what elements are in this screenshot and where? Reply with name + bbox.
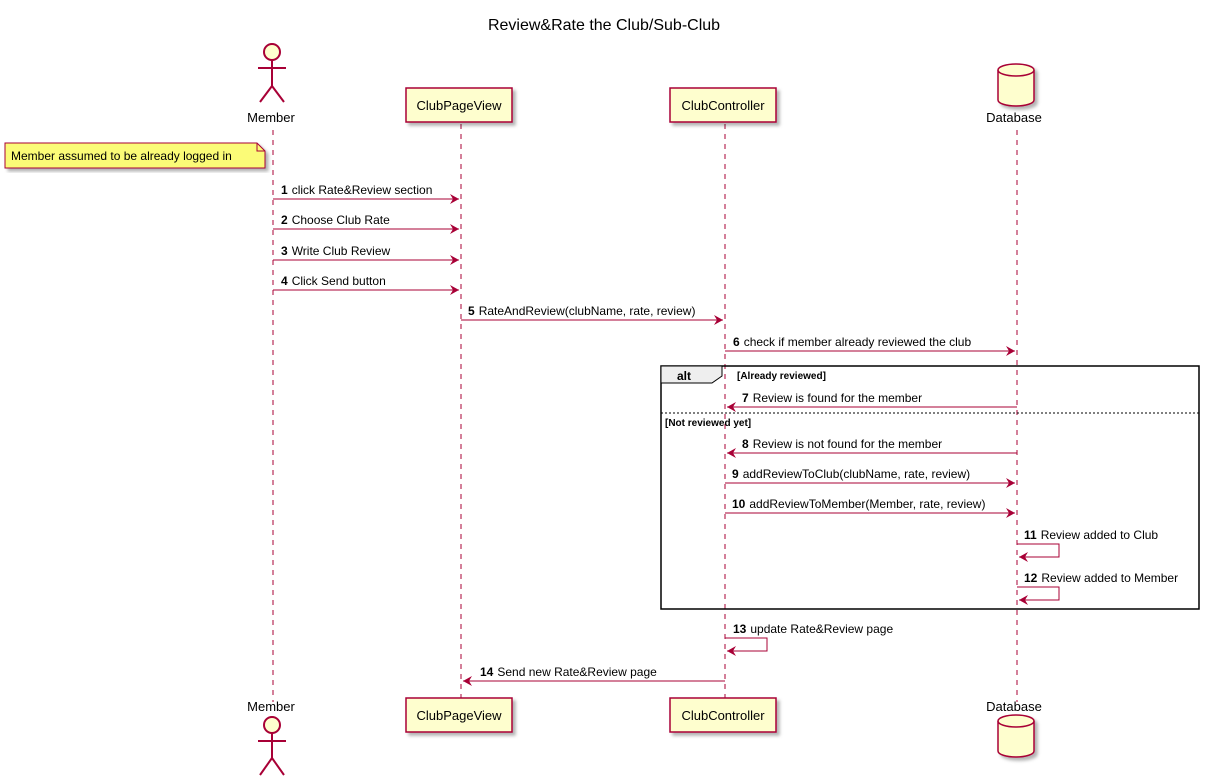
participant-clubpageview-bottom: ClubPageView	[405, 697, 513, 733]
alt-fragment: alt [Already reviewed] [Not reviewed yet…	[660, 365, 1200, 610]
diagram-title: Review&Rate the Club/Sub-Club	[488, 17, 720, 34]
message-number: 14	[480, 665, 494, 679]
message-number: 1	[281, 183, 288, 197]
messages: 1 click Rate&Review section 2 Choose Club …	[273, 183, 1178, 686]
message-number: 5	[468, 304, 475, 318]
participant-box	[669, 87, 777, 123]
participant-clubcontroller-bottom: ClubController	[669, 697, 777, 733]
message-label: Write Club Review	[292, 244, 391, 258]
note-text: Member assumed to be already logged in	[11, 149, 232, 163]
participant-box	[405, 697, 513, 733]
message-number: 12	[1024, 571, 1038, 585]
message-3: 3 Write Club Review	[273, 244, 459, 265]
alt-frame	[660, 365, 1200, 610]
database-icon	[997, 714, 1035, 758]
message-4: 4 Click Send button	[273, 274, 459, 295]
participant-label: ClubPageView	[416, 98, 502, 113]
message-8: 8 Review is not found for the member	[727, 437, 1017, 458]
alt-guard-1: [Already reviewed]	[737, 371, 826, 382]
alt-guard-2: [Not reviewed yet]	[665, 418, 751, 429]
participant-label: Database	[986, 110, 1042, 125]
participant-label: ClubController	[681, 98, 765, 113]
message-number: 4	[281, 274, 288, 288]
message-label: Review is found for the member	[753, 391, 922, 405]
message-number: 7	[742, 391, 749, 405]
note: Member assumed to be already logged in	[4, 142, 266, 169]
message-number: 2	[281, 213, 288, 227]
message-label: check if member already reviewed the clu…	[744, 335, 972, 349]
participant-clubcontroller-top: ClubController	[669, 87, 777, 123]
message-label: RateAndReview(clubName, rate, review)	[479, 304, 696, 318]
message-label: addReviewToClub(clubName, rate, review)	[743, 467, 970, 481]
message-label: Review is not found for the member	[753, 437, 942, 451]
participant-member-top: Member	[247, 43, 296, 125]
participant-label: Member	[247, 699, 295, 714]
message-label: update Rate&Review page	[750, 622, 893, 636]
message-label: Review added to Member	[1041, 571, 1178, 585]
message-11: 11 Review added to Club	[1017, 528, 1158, 562]
message-number: 10	[732, 497, 746, 511]
message-label: click Rate&Review section	[292, 183, 433, 197]
message-label: Choose Club Rate	[292, 213, 390, 227]
alt-tab	[660, 365, 723, 384]
message-7: 7 Review is found for the member	[727, 391, 1017, 412]
participant-database-bottom: Database	[986, 699, 1042, 758]
message-label: Click Send button	[292, 274, 386, 288]
message-5: 5 RateAndReview(clubName, rate, review)	[461, 304, 723, 325]
actor-icon	[258, 716, 286, 776]
participant-label: Member	[247, 110, 295, 125]
participant-box	[405, 87, 513, 123]
message-number: 11	[1024, 528, 1037, 542]
message-number: 13	[733, 622, 747, 636]
message-label: Review added to Club	[1041, 528, 1159, 542]
message-2: 2 Choose Club Rate	[273, 213, 459, 234]
actor-icon	[258, 43, 286, 103]
message-number: 8	[742, 437, 749, 451]
message-number: 6	[733, 335, 740, 349]
participant-label: Database	[986, 699, 1042, 714]
message-9: 9 addReviewToClub(clubName, rate, review)	[725, 467, 1015, 488]
database-icon	[997, 63, 1035, 107]
participant-member-bottom: Member	[247, 699, 296, 776]
message-1: 1 click Rate&Review section	[273, 183, 459, 204]
participant-box	[669, 697, 777, 733]
message-number: 9	[732, 467, 739, 481]
message-number: 3	[281, 244, 288, 258]
participant-clubpageview-top: ClubPageView	[405, 87, 513, 123]
participant-label: ClubPageView	[416, 708, 502, 723]
message-label: addReviewToMember(Member, rate, review)	[749, 497, 985, 511]
alt-label: alt	[677, 369, 691, 383]
participant-label: ClubController	[681, 708, 765, 723]
participant-database-top: Database	[986, 63, 1042, 125]
message-label: Send new Rate&Review page	[497, 665, 657, 679]
message-6: 6 check if member already reviewed the cl…	[725, 335, 1015, 356]
